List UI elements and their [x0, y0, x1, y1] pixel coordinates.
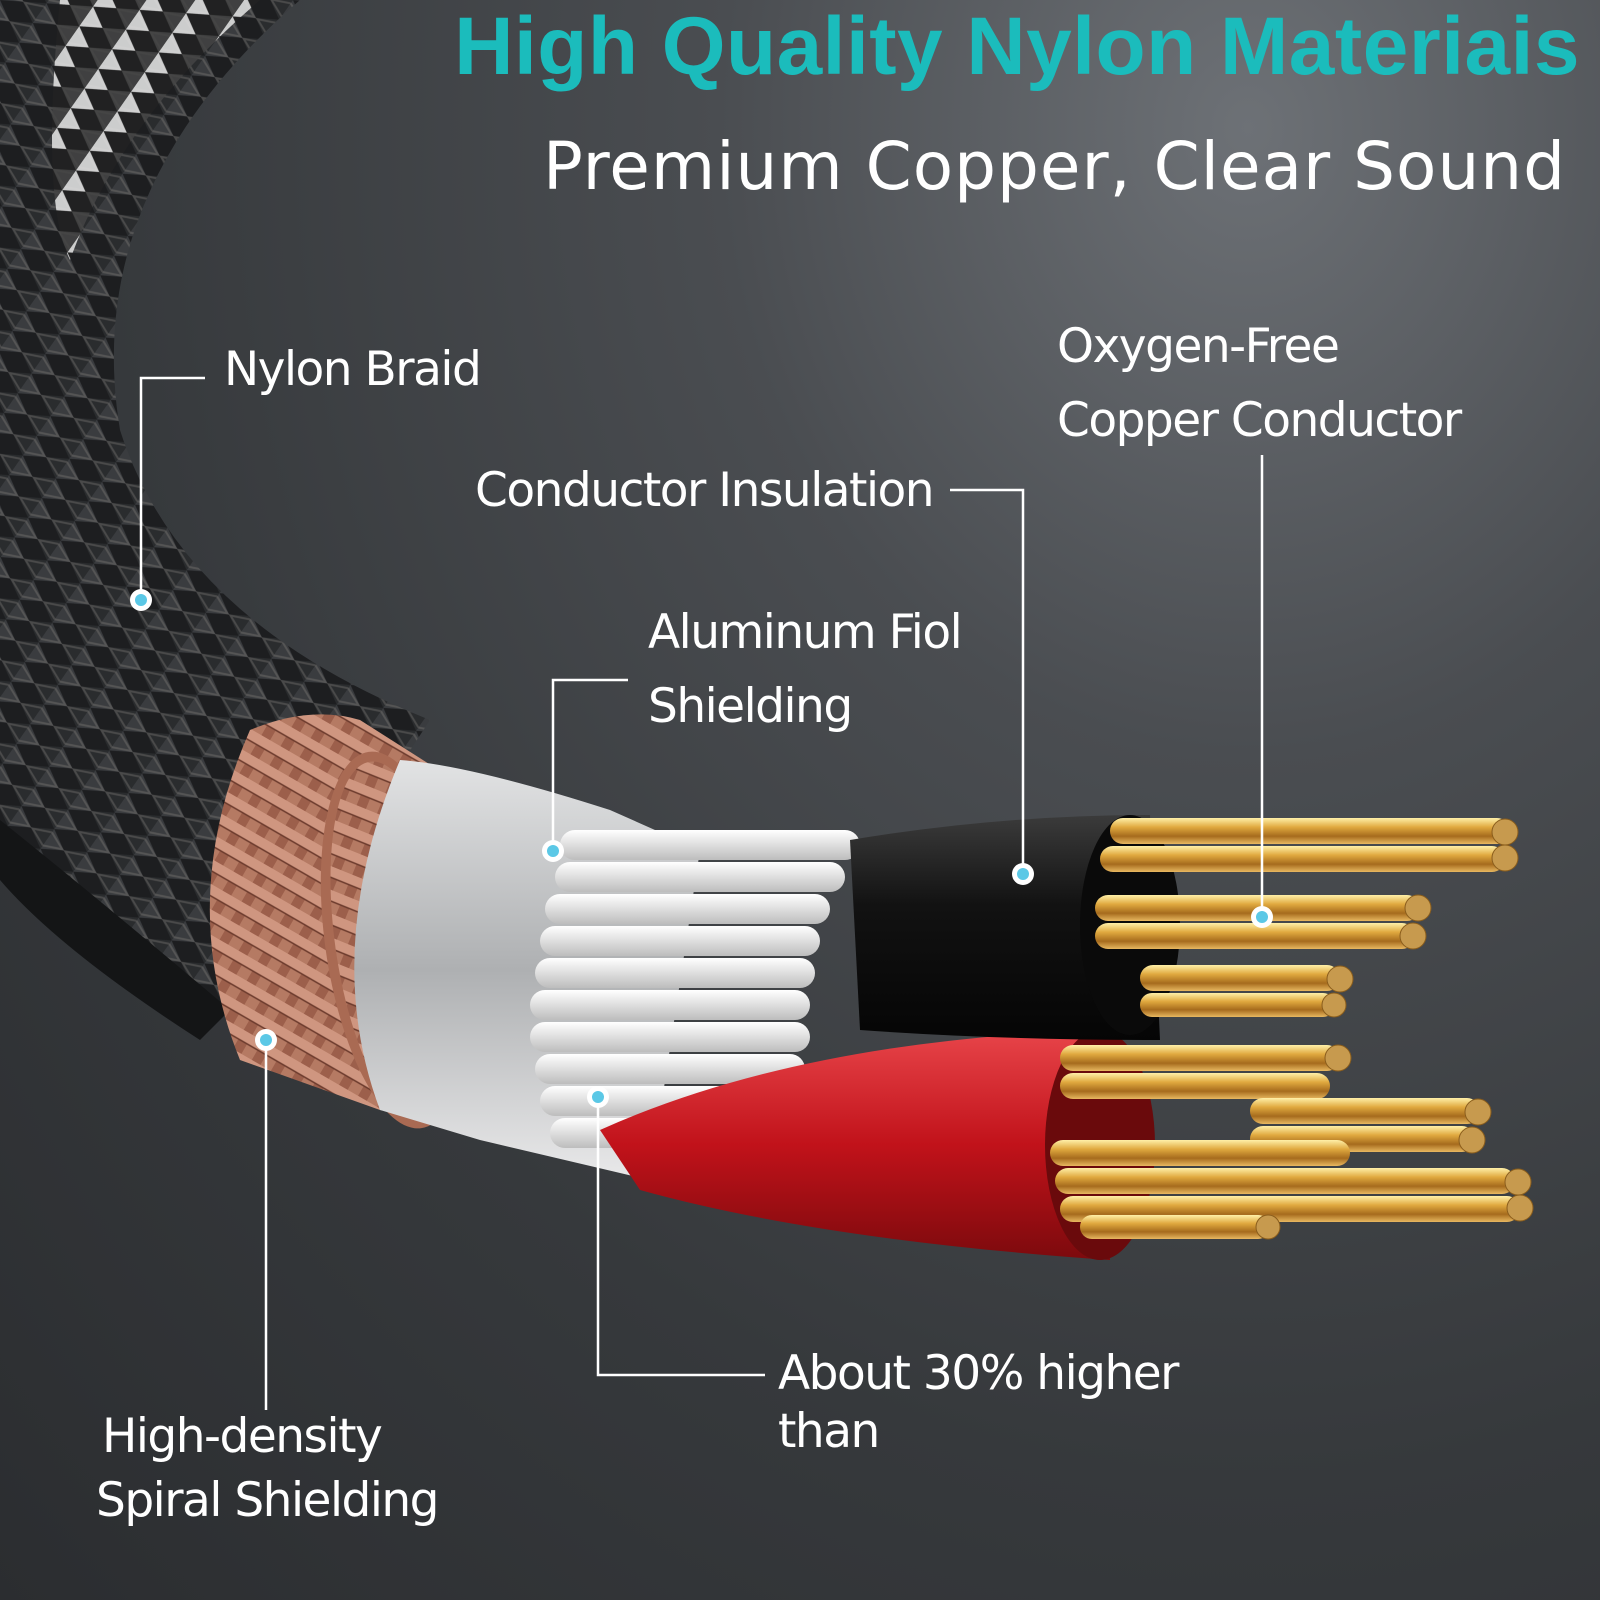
callout-dots	[130, 589, 1273, 1108]
label-aluminum-shielding: Aluminum Fiol Shielding	[648, 596, 963, 744]
label-oxygen-free-line1: Oxygen-Free	[1057, 319, 1340, 374]
copper-conductor-strands	[1050, 818, 1534, 1240]
label-aluminum-line1: Aluminum Fiol	[648, 605, 963, 660]
label-high-density-shielding: High-density Spiral Shielding	[96, 1405, 440, 1533]
label-high-density-line2: Spiral Shielding	[96, 1473, 440, 1528]
label-conductor-insulation: Conductor Insulation	[475, 454, 935, 528]
headline-title: High Quality Nylon Materiais	[454, 1, 1580, 92]
label-oxygen-free-line2: Copper Conductor	[1057, 393, 1462, 448]
label-aluminum-line2: Shielding	[648, 679, 853, 734]
callout-lines	[139, 376, 1264, 1410]
leader-about	[596, 1097, 765, 1377]
label-high-density-line1: High-density	[102, 1409, 383, 1464]
label-about-line2: than	[778, 1404, 880, 1459]
headline-subtitle: Premium Copper, Clear Sound	[542, 128, 1566, 205]
leader-aluminum	[551, 678, 628, 850]
black-insulation	[850, 815, 1160, 1040]
label-nylon-braid-text: Nylon Braid	[224, 342, 482, 397]
label-about-30-percent: About 30% higher than	[778, 1345, 1180, 1461]
leader-conductor-insulation	[950, 488, 1025, 872]
label-oxygen-free-copper: Oxygen-Free Copper Conductor	[1057, 310, 1462, 458]
label-nylon-braid: Nylon Braid	[224, 333, 482, 407]
nylon-braid-highlight	[52, 0, 260, 260]
leader-nylon-braid	[139, 376, 205, 598]
label-about-line1: About 30% higher	[778, 1346, 1180, 1401]
label-conductor-insulation-text: Conductor Insulation	[475, 463, 935, 518]
red-insulation	[600, 1030, 1110, 1260]
